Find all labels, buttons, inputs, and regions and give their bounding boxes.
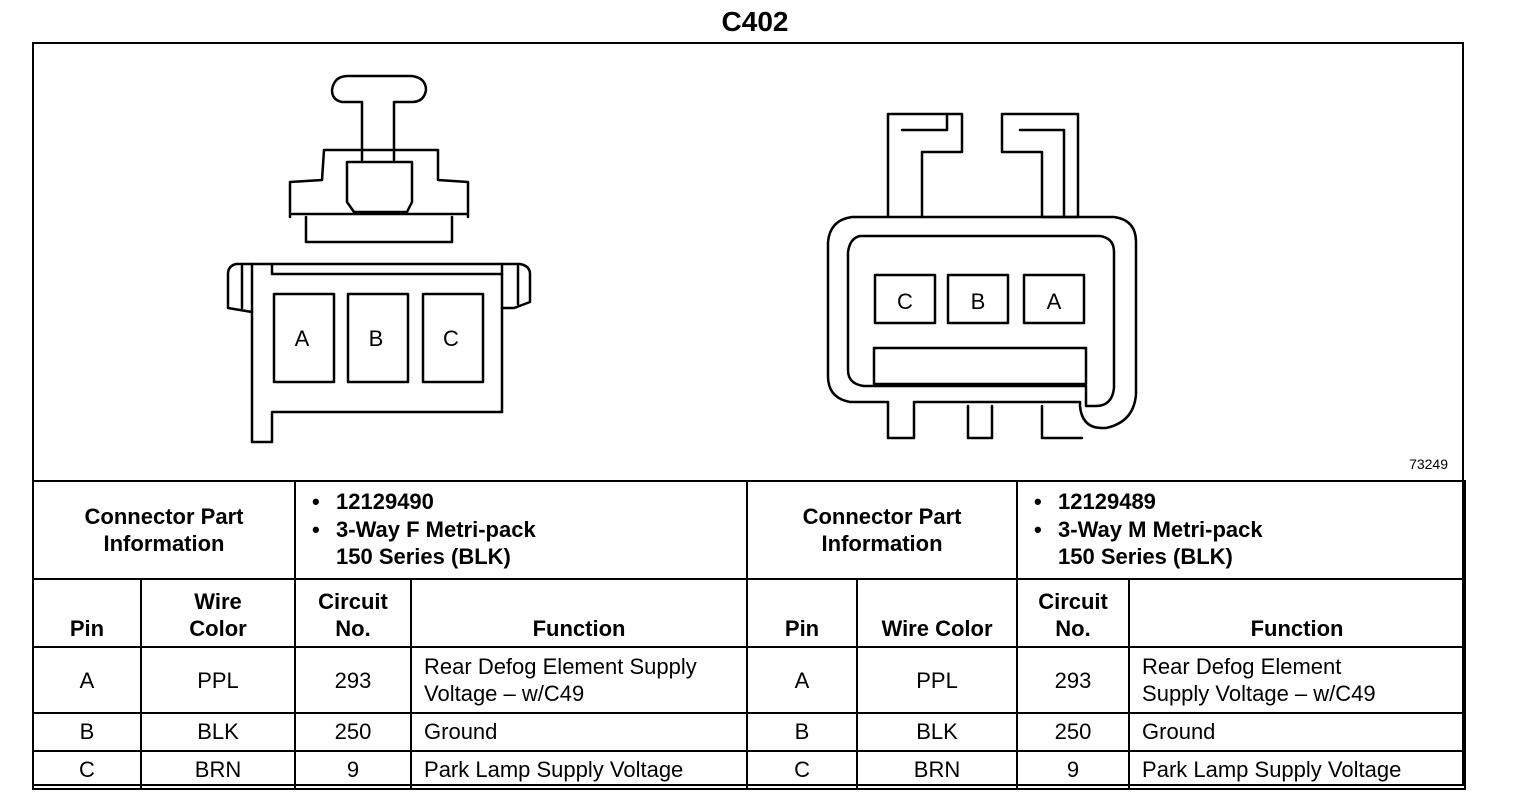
female-pin-label-a: A xyxy=(295,326,310,351)
part-info-label-right: Connector Part Information xyxy=(746,480,1019,580)
circuit-cell: 250 xyxy=(1016,712,1131,752)
part-desc-right-2: 150 Series (BLK) xyxy=(1058,544,1233,569)
male-pin-label-a: A xyxy=(1047,289,1062,314)
part-info-row: Connector Part Information 12129490 3-Wa… xyxy=(31,480,1467,580)
circuit-cell: 293 xyxy=(294,646,413,714)
male-pin-label-b: B xyxy=(971,289,986,314)
male-pin-c xyxy=(873,273,937,325)
connector-frame: A B C C B A 73249 Connector Part Informa… xyxy=(31,42,1467,790)
female-pin-label-b: B xyxy=(369,326,384,351)
wire-cell: BLK xyxy=(856,712,1019,752)
circuit-cell: 293 xyxy=(1016,646,1131,714)
wire-cell: PPL xyxy=(139,646,297,714)
circuit-cell: 9 xyxy=(1016,750,1131,790)
table-row: C BRN 9 Park Lamp Supply Voltage C BRN 9… xyxy=(32,750,1467,790)
function-cell: Park Lamp Supply Voltage xyxy=(1128,750,1467,790)
wire-cell: PPL xyxy=(856,646,1019,714)
header-function-right: Function xyxy=(1128,578,1467,648)
function-cell: Ground xyxy=(1128,712,1467,752)
circuit-cell: 250 xyxy=(294,712,413,752)
header-pin-left: Pin xyxy=(32,578,142,648)
part-desc-right-1: 3-Way M Metri-pack xyxy=(1034,516,1464,544)
part-number-right: 12129489 xyxy=(1034,488,1464,516)
figure-id: 73249 xyxy=(1409,456,1448,472)
pin-cell: B xyxy=(32,712,142,752)
male-connector-drawing xyxy=(826,112,1138,440)
wire-cell: BRN xyxy=(139,750,297,790)
header-pin-right: Pin xyxy=(746,578,859,648)
part-desc-left-2: 150 Series (BLK) xyxy=(336,544,511,569)
part-info-label-left: Connector Part Information xyxy=(31,480,297,580)
female-pin-a xyxy=(272,292,336,384)
pin-cell: A xyxy=(746,646,859,714)
part-info-details-left: 12129490 3-Way F Metri-pack 150 Series (… xyxy=(294,480,749,580)
pin-cell: C xyxy=(32,750,142,790)
table-row: B BLK 250 Ground B BLK 250 Ground xyxy=(32,712,1467,752)
pin-cell: A xyxy=(32,646,142,714)
connector-info-table: Connector Part Information 12129490 3-Wa… xyxy=(31,480,1467,790)
wire-cell: BRN xyxy=(856,750,1019,790)
function-cell: Ground xyxy=(410,712,749,752)
part-info-details-right: 12129489 3-Way M Metri-pack 150 Series (… xyxy=(1016,480,1467,580)
pin-cell: B xyxy=(746,712,859,752)
male-pin-b xyxy=(946,273,1010,325)
male-pin-label-c: C xyxy=(897,289,913,314)
female-pin-b xyxy=(346,292,410,384)
function-cell: Park Lamp Supply Voltage xyxy=(410,750,749,790)
header-wire-color-right: Wire Color xyxy=(856,578,1019,648)
wire-cell: BLK xyxy=(139,712,297,752)
part-desc-left-1: 3-Way F Metri-pack xyxy=(312,516,746,544)
header-function-left: Function xyxy=(410,578,749,648)
circuit-cell: 9 xyxy=(294,750,413,790)
connector-title: C402 xyxy=(721,6,789,37)
male-pin-a xyxy=(1022,273,1086,325)
female-connector-drawing xyxy=(226,74,532,444)
connector-diagrams: A B C C B A xyxy=(226,74,1138,444)
female-pin-c xyxy=(421,292,485,384)
female-pin-label-c: C xyxy=(443,326,459,351)
part-number-left: 12129490 xyxy=(312,488,746,516)
pin-cell: C xyxy=(746,750,859,790)
